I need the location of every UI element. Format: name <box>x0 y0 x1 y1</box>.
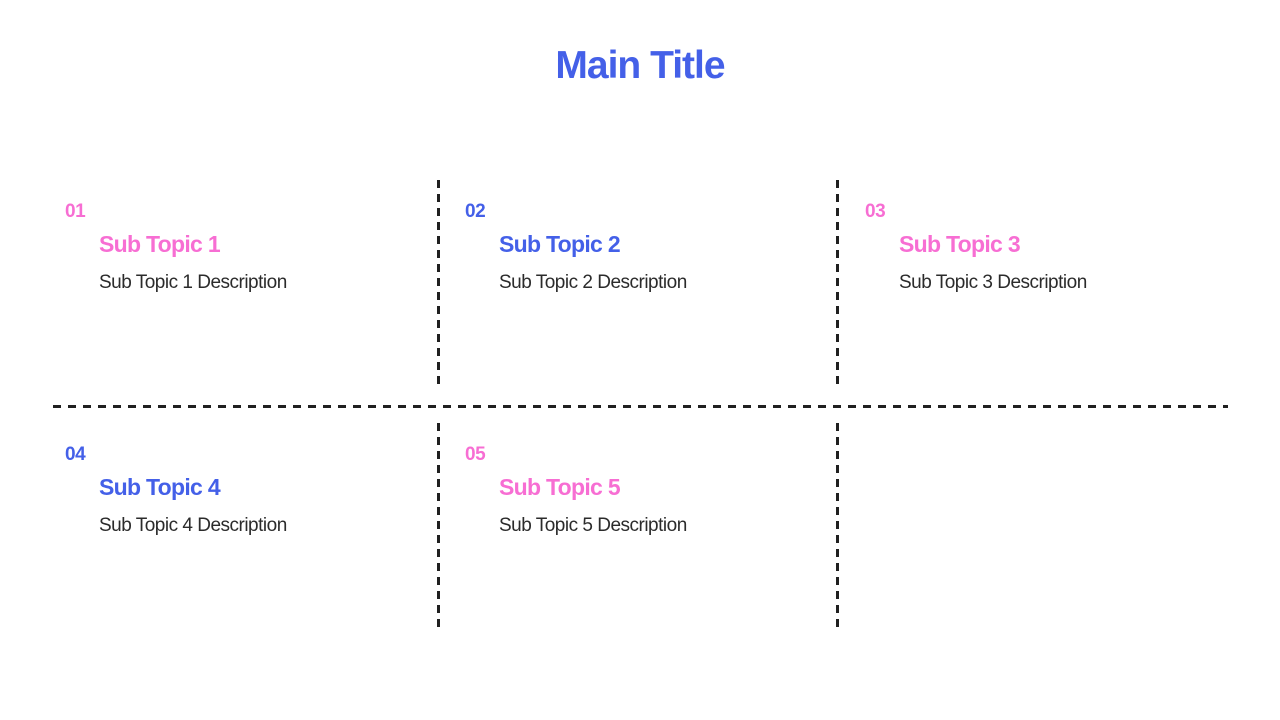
section-number: 03 <box>865 201 886 222</box>
section-description: Sub Topic 4 Description <box>99 515 287 536</box>
grid-divider-vertical-1-bottom <box>437 423 440 633</box>
section-title: Sub Topic 5 <box>499 474 621 500</box>
section-number: 01 <box>65 201 86 222</box>
section-number: 02 <box>465 201 486 222</box>
section-title: Sub Topic 2 <box>499 231 621 257</box>
grid-divider-vertical-2-top <box>836 180 839 390</box>
section-number: 04 <box>65 444 86 465</box>
section-number: 05 <box>465 444 486 465</box>
section-description: Sub Topic 2 Description <box>499 272 687 293</box>
grid-divider-vertical-1-top <box>437 180 440 390</box>
section-title: Sub Topic 4 <box>99 474 221 500</box>
grid-divider-horizontal <box>53 405 1228 408</box>
section-title: Sub Topic 1 <box>99 231 221 257</box>
section-04: 04 Sub Topic 4 Sub Topic 4 Description <box>40 423 430 648</box>
section-01: 01 Sub Topic 1 Sub Topic 1 Description <box>40 180 430 405</box>
grid-divider-vertical-2-bottom <box>836 423 839 633</box>
section-description: Sub Topic 1 Description <box>99 272 287 293</box>
section-title: Sub Topic 3 <box>899 231 1021 257</box>
section-05: 05 Sub Topic 5 Sub Topic 5 Description <box>440 423 830 648</box>
section-03: 03 Sub Topic 3 Sub Topic 3 Description <box>840 180 1230 405</box>
section-02: 02 Sub Topic 2 Sub Topic 2 Description <box>440 180 830 405</box>
section-description: Sub Topic 3 Description <box>899 272 1087 293</box>
page-title: Main Title <box>555 44 725 87</box>
section-description: Sub Topic 5 Description <box>499 515 687 536</box>
